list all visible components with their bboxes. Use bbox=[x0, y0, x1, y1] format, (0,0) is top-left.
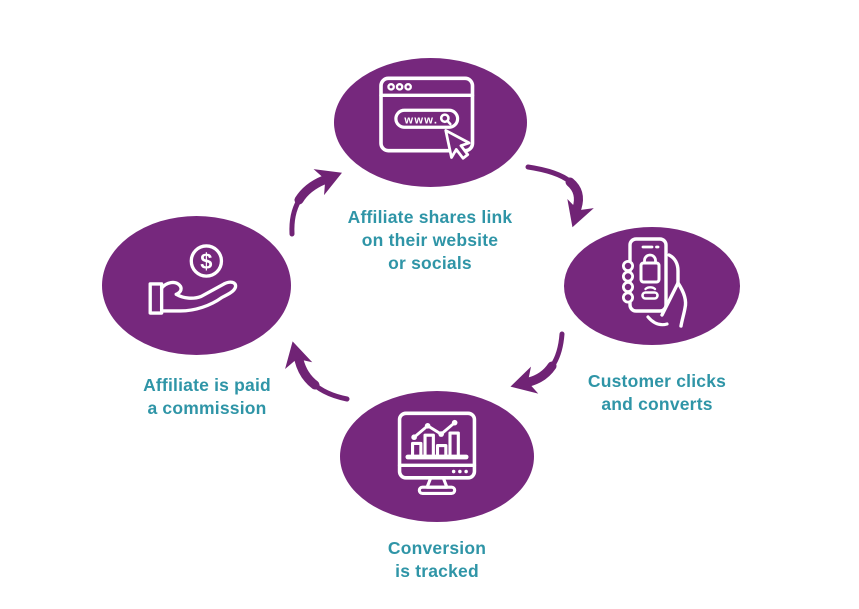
step-label-affiliate-paid: Affiliate is paid a commission bbox=[143, 375, 271, 418]
step-ellipse-conversion-tracked bbox=[340, 391, 534, 522]
step-ellipse-customer-clicks bbox=[564, 227, 740, 345]
shopping-bag-icon bbox=[639, 253, 661, 284]
browser-url-text: www. bbox=[403, 114, 438, 126]
hand-coin-icon: $ bbox=[148, 243, 237, 315]
coin-symbol-text: $ bbox=[200, 248, 212, 273]
step-label-affiliate-shares: Affiliate shares link on their website o… bbox=[347, 207, 513, 273]
dollar-coin-icon: $ bbox=[189, 243, 223, 278]
phone-shopping-icon bbox=[621, 237, 688, 328]
step-ellipse-affiliate-paid: $ bbox=[102, 216, 291, 355]
step-label-customer-clicks: Customer clicks and converts bbox=[587, 371, 727, 414]
line-graph-icon bbox=[411, 419, 458, 440]
arrow-top-to-right-icon bbox=[525, 164, 594, 228]
arrow-bottom-to-left-icon bbox=[285, 341, 350, 402]
cursor-pointer-icon bbox=[443, 128, 470, 160]
step-ellipse-affiliate-shares: www. bbox=[334, 58, 527, 187]
analytics-monitor-icon bbox=[397, 411, 477, 495]
arrow-right-to-bottom-icon bbox=[510, 331, 565, 394]
browser-link-icon: www. bbox=[378, 76, 474, 160]
step-label-conversion-tracked: Conversion is tracked bbox=[387, 538, 487, 581]
arrow-left-to-top-icon bbox=[289, 169, 342, 237]
bar-chart-icon bbox=[411, 431, 460, 459]
